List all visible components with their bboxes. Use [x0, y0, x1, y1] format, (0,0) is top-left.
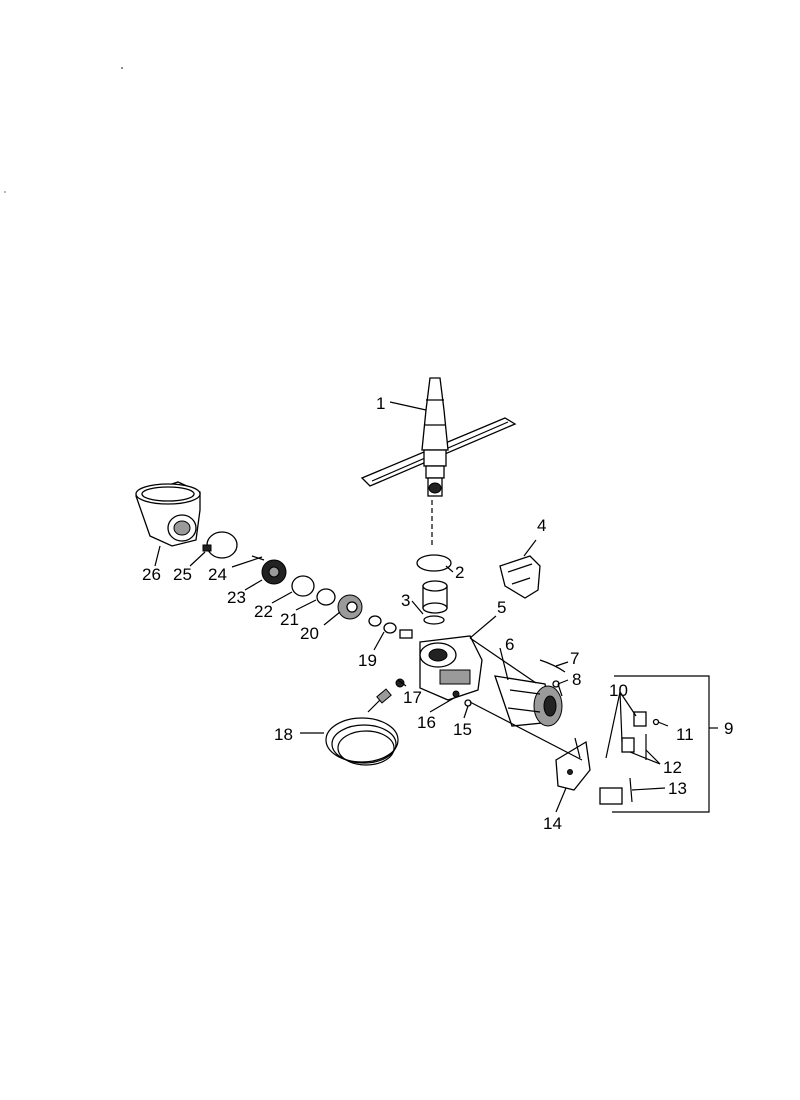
part-7-wire	[539, 659, 566, 673]
part-22-gasket	[291, 575, 315, 597]
part-14-motor-bracket	[555, 737, 591, 791]
callout-19: 19	[358, 651, 377, 670]
callout-26: 26	[142, 565, 161, 584]
part-3-coupler	[422, 580, 448, 625]
part-18-drain-hose	[325, 688, 399, 766]
part-4-bracket	[499, 555, 541, 599]
callout-18: 18	[274, 725, 293, 744]
callout-7: 7	[570, 649, 579, 668]
callout-25: 25	[173, 565, 192, 584]
part-5-pump-housing	[419, 635, 483, 701]
callout-17: 17	[403, 688, 422, 707]
callout-6: 6	[505, 635, 514, 654]
callout-10: 10	[609, 681, 628, 700]
callout-3: 3	[401, 591, 410, 610]
part-13-actuator	[599, 777, 633, 805]
callout-24: 24	[208, 565, 227, 584]
callout-23: 23	[227, 588, 246, 607]
callout-5: 5	[497, 598, 506, 617]
callout-20: 20	[300, 624, 319, 643]
part-21-ring	[316, 588, 336, 606]
callout-8: 8	[572, 670, 581, 689]
callout-12: 12	[663, 758, 682, 777]
leader-lines	[154, 401, 718, 813]
callout-9: 9	[724, 719, 733, 738]
speck	[4, 191, 6, 193]
callout-22: 22	[254, 602, 273, 621]
callout-1: 1	[376, 394, 385, 413]
callout-16: 16	[417, 713, 436, 732]
speck	[121, 67, 123, 69]
part-23-filter	[261, 559, 287, 585]
part-6-motor	[494, 675, 563, 727]
group-9-bracket	[612, 675, 710, 813]
callout-11: 11	[676, 725, 694, 744]
callout-21: 21	[280, 610, 299, 629]
part-26-sump	[135, 481, 201, 547]
part-11-spring	[652, 718, 660, 726]
callout-13: 13	[668, 779, 687, 798]
part-16-nut	[452, 690, 460, 698]
part-20-impeller	[337, 594, 363, 620]
callout-14: 14	[543, 814, 562, 833]
part-17-fastener	[395, 678, 405, 688]
callout-15: 15	[453, 720, 472, 739]
part-2-o-ring	[416, 554, 452, 572]
callout-2: 2	[455, 563, 464, 582]
part-19-seals	[368, 615, 413, 639]
callout-4: 4	[537, 516, 546, 535]
part-1-spray-arm	[360, 377, 517, 497]
part-10-switch	[621, 711, 647, 753]
part-15-screw	[464, 699, 472, 707]
part-25-clamp-ring	[202, 531, 238, 559]
